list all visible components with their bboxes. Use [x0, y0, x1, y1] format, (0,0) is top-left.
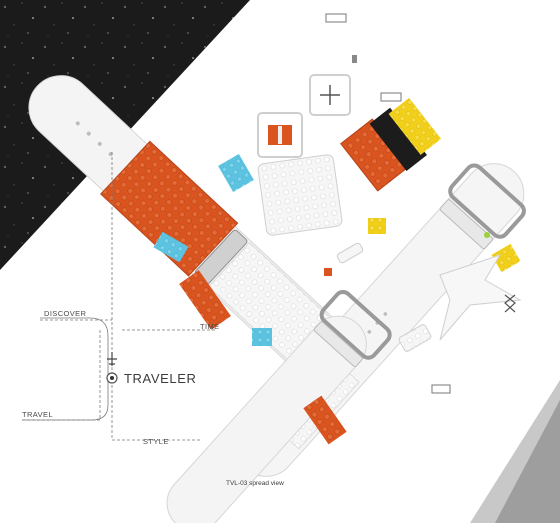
brick-blue-2	[153, 231, 189, 263]
spring-bar-tool	[504, 294, 516, 313]
brick-orange-1	[179, 270, 231, 330]
white-link-1	[336, 242, 364, 264]
label-discover: DISCOVER	[44, 309, 87, 318]
label-style: STYLE	[143, 437, 169, 446]
green-pin	[484, 232, 490, 238]
brick-yellow-1	[368, 218, 386, 234]
white-link-2	[398, 324, 432, 352]
caption: TVL-03 spread view	[226, 480, 284, 487]
watch-case	[257, 154, 343, 236]
white-frame-part	[439, 254, 522, 341]
corner-decoration-inner	[495, 400, 560, 523]
label-traveler: TRAVELER	[124, 371, 197, 386]
label-travel: TRAVEL	[22, 410, 54, 419]
watch-dial-small	[257, 112, 303, 158]
label-time: TIME	[200, 322, 220, 331]
brick-yellow-2	[491, 243, 521, 273]
brick-orange-3	[324, 268, 332, 276]
pin-icon	[352, 55, 357, 63]
brick-blue-1	[218, 154, 254, 192]
brick-blue-3	[252, 328, 272, 346]
lower-strap	[166, 290, 392, 523]
screws-icon-1	[325, 13, 347, 23]
traveler-hub-dot	[110, 376, 114, 380]
colour-bezel-stack	[340, 97, 442, 192]
brick-orange-2	[303, 395, 347, 445]
plane-icon	[107, 352, 117, 366]
watch-dial-top	[309, 74, 351, 116]
screws-icon-2	[380, 92, 402, 102]
mindmap-solid-lines	[22, 317, 109, 421]
screws-icon-3	[431, 384, 451, 394]
main-strap-diagonal	[28, 75, 369, 397]
